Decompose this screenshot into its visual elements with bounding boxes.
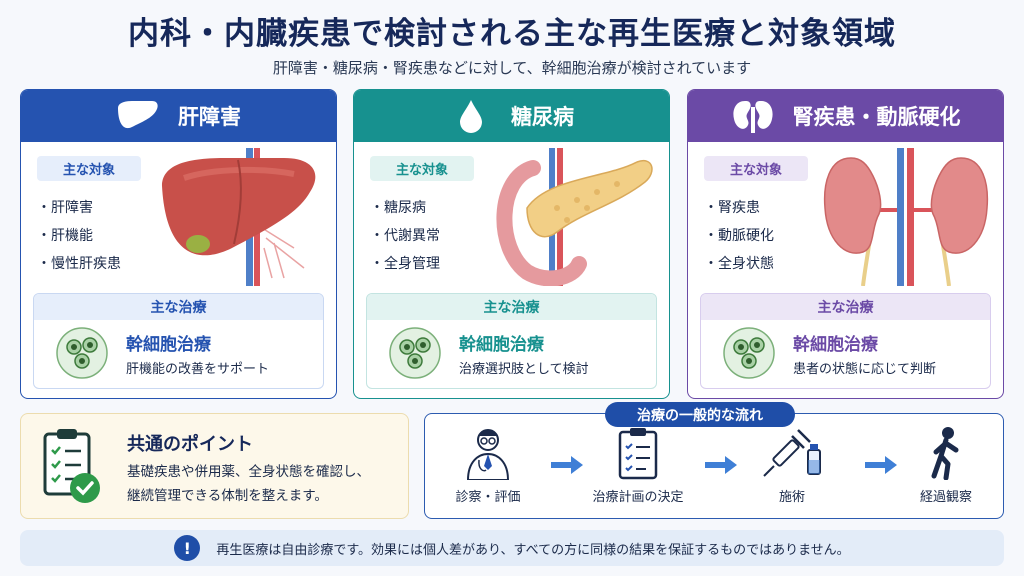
treatment-title: 幹細胞治療 (459, 335, 544, 355)
flow-step-consultation: 診察・評価 (433, 426, 543, 505)
common-points-line: 継続管理できる体制を整えます。 (127, 488, 328, 504)
list-item: 全身管理 (370, 250, 440, 278)
kidney-icon (731, 98, 775, 134)
stem-cell-icon (389, 327, 441, 379)
page-subtitle: 肝障害・糖尿病・腎疾患などに対して、幹細胞治療が検討されています (272, 59, 752, 77)
exclamation-icon: ! (174, 535, 201, 561)
card-diabetes: 糖尿病 主な対象 糖尿病 代謝異常 全身管理 主な治療 幹細胞治療 治療選択肢と… (353, 89, 670, 399)
pancreas-illustration (496, 148, 653, 286)
doctor-icon (466, 429, 510, 480)
treatment-desc: 肝機能の改善をサポート (126, 362, 270, 377)
card-kidney-header: 腎疾患・動脈硬化 (688, 90, 1003, 142)
list-item: 代謝異常 (370, 222, 440, 250)
arrow-right-icon (551, 456, 583, 474)
card-kidney: 腎疾患・動脈硬化 主な対象 腎疾患 動脈硬化 全身状態 主な治療 幹細胞治療 患… (687, 89, 1004, 399)
stem-cell-icon (723, 327, 775, 379)
treatment-label: 主な治療 (701, 294, 990, 320)
treatment-box: 主な治療 幹細胞治療 患者の状態に応じて判断 (700, 293, 991, 389)
walking-person-icon (931, 427, 959, 480)
target-label: 主な対象 (370, 156, 474, 181)
list-item: 肝障害 (37, 194, 121, 222)
target-label: 主な対象 (37, 156, 141, 181)
page-title: 内科・内臓疾患で検討される主な再生医療と対象領域 (128, 16, 896, 52)
common-points-box: 共通のポイント 基礎疾患や併用薬、全身状態を確認し、 継続管理できる体制を整えま… (20, 413, 409, 519)
treatment-desc: 治療選択肢として検討 (459, 362, 589, 377)
list-item: 動脈硬化 (704, 222, 774, 250)
flow-step-label: 治療計画の決定 (592, 490, 684, 505)
card-kidney-title: 腎疾患・動脈硬化 (792, 105, 961, 129)
liver-icon (116, 98, 160, 134)
treatment-title: 幹細胞治療 (126, 335, 211, 355)
kidney-illustration (823, 148, 989, 286)
list-item: 肝機能 (37, 222, 121, 250)
flow-step-followup: 経過観察 (891, 426, 1001, 505)
card-diabetes-title: 糖尿病 (511, 105, 574, 129)
target-label: 主な対象 (704, 156, 808, 181)
flow-step-label: 施術 (778, 490, 805, 505)
target-list: 肝障害 肝機能 慢性肝疾患 (37, 194, 121, 278)
treatment-title: 幹細胞治療 (793, 335, 878, 355)
card-liver-title: 肝障害 (178, 105, 241, 129)
arrow-right-icon (705, 456, 737, 474)
target-list: 糖尿病 代謝異常 全身管理 (370, 194, 440, 278)
flow-step-plan: 治療計画の決定 (583, 426, 693, 505)
stem-cell-icon (56, 327, 108, 379)
list-item: 糖尿病 (370, 194, 440, 222)
arrow-right-icon (865, 456, 897, 474)
card-liver: 肝障害 主な対象 肝障害 肝機能 慢性肝疾患 主な治療 幹細胞治療 肝機能の改善… (20, 89, 337, 399)
treatment-desc: 患者の状態に応じて判断 (793, 362, 937, 377)
liver-illustration (162, 148, 316, 286)
target-list: 腎疾患 動脈硬化 全身状態 (704, 194, 774, 278)
common-points-title: 共通のポイント (127, 434, 253, 455)
treatment-label: 主な治療 (367, 294, 656, 320)
treatment-label: 主な治療 (34, 294, 323, 320)
treatment-flow-title: 治療の一般的な流れ (605, 402, 795, 427)
clipboard-check-icon (43, 429, 100, 503)
syringe-icon (763, 429, 821, 477)
flow-step-label: 経過観察 (919, 490, 972, 505)
flow-step-procedure: 施術 (737, 426, 847, 505)
treatment-flow-box: 治療の一般的な流れ 診察・評価 治療計画の決定 (424, 402, 1004, 519)
flow-step-label: 診察・評価 (455, 490, 521, 505)
treatment-box: 主な治療 幹細胞治療 治療選択肢として検討 (366, 293, 657, 389)
card-diabetes-header: 糖尿病 (354, 90, 669, 142)
checklist-icon (618, 428, 658, 480)
list-item: 慢性肝疾患 (37, 250, 121, 278)
disclaimer-text: 再生医療は自由診療です。効果には個人差があり、すべての方に同様の結果を保証するも… (216, 542, 850, 558)
list-item: 腎疾患 (704, 194, 774, 222)
treatment-box: 主な治療 幹細胞治療 肝機能の改善をサポート (33, 293, 324, 389)
disclaimer-bar: ! 再生医療は自由診療です。効果には個人差があり、すべての方に同様の結果を保証す… (20, 530, 1004, 566)
common-points-line: 基礎疾患や併用薬、全身状態を確認し、 (127, 464, 370, 480)
card-liver-header: 肝障害 (21, 90, 336, 142)
drop-icon (449, 98, 493, 134)
list-item: 全身状態 (704, 250, 774, 278)
